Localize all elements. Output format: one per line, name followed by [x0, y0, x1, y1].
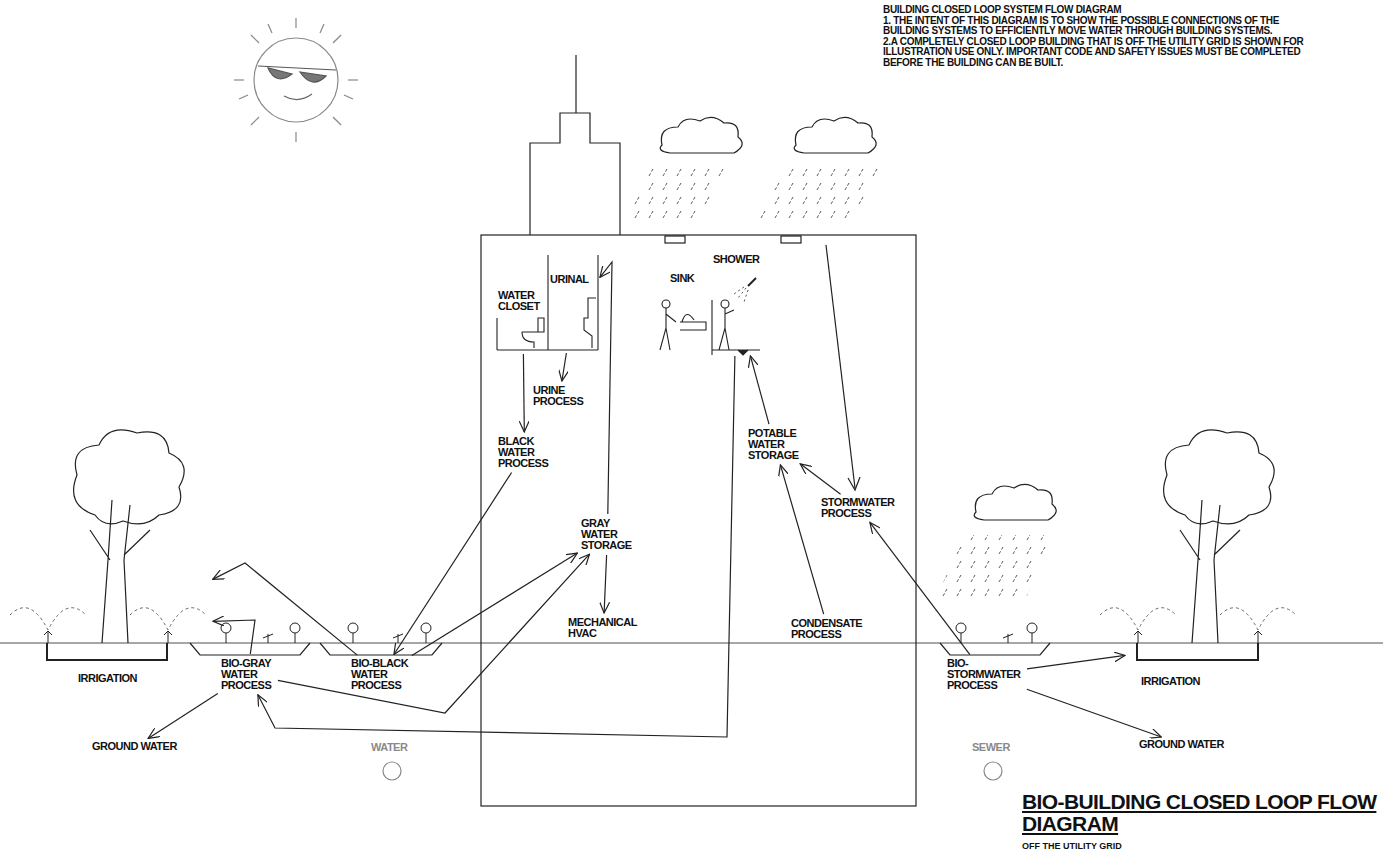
trees	[74, 430, 1275, 643]
node-label: WATER CLOSET	[498, 290, 548, 312]
flow-arrow	[750, 356, 769, 424]
flow-arrow	[523, 354, 525, 432]
node-label: BIO-BLACK WATER PROCESS	[351, 658, 411, 691]
fixture-box: WATER CLOSET	[497, 289, 549, 351]
flow-arrow	[1027, 689, 1162, 737]
ground-line	[0, 643, 1383, 644]
flow-arrow	[780, 465, 823, 614]
node-label: SINK	[670, 273, 710, 284]
equipment-label: MECHANICAL HVAC	[567, 616, 640, 640]
flow-arrow	[213, 620, 255, 654]
flow-arrow	[213, 563, 358, 655]
flow-arrow	[412, 553, 578, 655]
node-label: SEWER	[972, 742, 1012, 753]
node-label: CONDENSATE PROCESS	[791, 618, 865, 640]
irrigation-area: IRRIGATION	[40, 560, 210, 688]
irrigation-beds	[10, 608, 1296, 660]
title: BIO-BUILDING CLOSED LOOP FLOW DIAGRAM	[1022, 791, 1383, 835]
node-label: SHOWER	[713, 254, 759, 265]
node-label: GROUND WATER	[1139, 739, 1226, 750]
note-text: BUILDING CLOSED LOOP SYSTEM FLOW DIAGRAM	[883, 5, 1313, 16]
bio-process-label: BIO-GRAY WATER PROCESS	[220, 657, 275, 692]
process-label: STORMWATER PROCESS	[820, 496, 898, 520]
irrigation-area: IRRIGATION	[1128, 600, 1268, 691]
bio-process-label: BIO-BLACK WATER PROCESS	[350, 657, 412, 692]
storage-label: GRAY WATER STORAGE	[580, 517, 635, 552]
flow-arrow	[562, 353, 567, 381]
sewer-utility	[984, 762, 1002, 780]
flow-arrow	[258, 356, 735, 737]
node-label: BIO-STORMWATER PROCESS	[947, 658, 1023, 691]
process-label: CONDENSATE PROCESS	[790, 617, 866, 641]
clouds	[620, 117, 1056, 600]
fixture-box: SINK	[655, 272, 711, 350]
node-label: GRAY WATER STORAGE	[581, 518, 634, 551]
node-label: POTABLE WATER STORAGE	[748, 428, 801, 461]
note-text: 1. THE INTENT OF THIS DIAGRAM IS TO SHOW…	[883, 16, 1313, 37]
storage-label: POTABLE WATER STORAGE	[747, 427, 802, 462]
node-label: STORMWATER PROCESS	[821, 497, 897, 519]
utility-label: WATER	[370, 741, 411, 754]
caption: OFF THE UTILITY GRID	[1022, 841, 1122, 851]
water-utility	[383, 762, 401, 780]
fixture-box: URINAL	[548, 273, 598, 350]
note-text: 2.A COMPLETELY CLOSED LOOP BUILDING THAT…	[883, 37, 1313, 69]
utility-label: SEWER	[971, 741, 1013, 754]
process-label: URINE PROCESS	[532, 384, 587, 408]
notes: BUILDING CLOSED LOOP SYSTEM FLOW DIAGRAM…	[883, 5, 1313, 68]
sun	[234, 18, 358, 142]
node-label: BLACK WATER PROCESS	[498, 436, 551, 469]
building-outline	[481, 55, 916, 806]
flow-arrow	[1027, 655, 1125, 668]
node-label: URINAL	[550, 274, 597, 285]
groundwater-label: GROUND WATER	[91, 740, 180, 753]
node-label: WATER	[371, 742, 410, 753]
node-label: IRRIGATION	[1141, 676, 1267, 687]
flow-arrow	[870, 522, 970, 654]
process-label: BLACK WATER PROCESS	[497, 435, 552, 470]
node-label: MECHANICAL HVAC	[568, 617, 639, 639]
flow-arrow	[800, 464, 840, 494]
bio-process-label: BIO-STORMWATER PROCESS	[946, 657, 1024, 692]
node-label: BIO-GRAY WATER PROCESS	[221, 658, 274, 691]
fixture-box: SHOWER	[712, 253, 760, 353]
node-label: GROUND WATER	[92, 741, 179, 752]
flow-arrow	[278, 554, 590, 713]
flow-arrow	[394, 473, 512, 655]
node-label: IRRIGATION	[78, 673, 209, 684]
flow-arrow	[600, 262, 612, 514]
node-label: URINE PROCESS	[533, 385, 586, 407]
flow-arrow	[148, 694, 218, 739]
fixtures	[497, 255, 760, 355]
groundwater-label: GROUND WATER	[1138, 738, 1227, 751]
flow-arrow	[604, 555, 607, 613]
roof-drain-line	[826, 245, 860, 490]
